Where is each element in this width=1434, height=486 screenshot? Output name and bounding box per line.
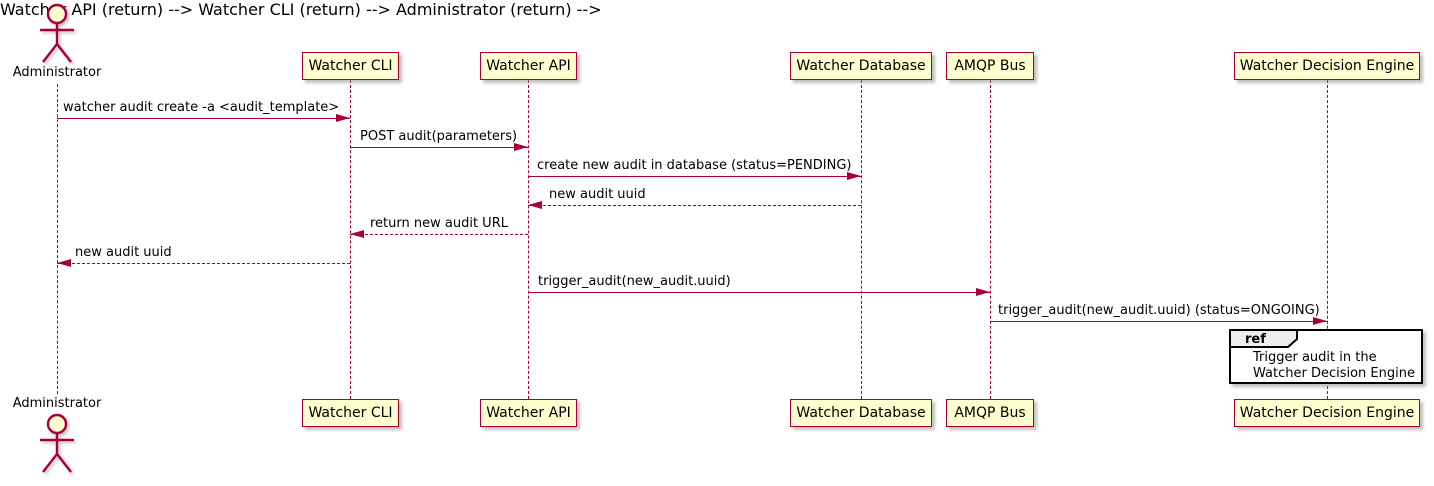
participant-watcher-api-bottom: Watcher API — [480, 399, 577, 427]
message-line — [57, 263, 350, 264]
arrowhead-icon — [1313, 317, 1327, 325]
participant-watcher-cli-bottom: Watcher CLI — [302, 399, 399, 427]
participant-watcher-database-top: Watcher Database — [790, 52, 932, 80]
ref-text-line: Watcher Decision Engine — [1253, 366, 1415, 381]
message-label: watcher audit create -a <audit_template> — [63, 100, 340, 115]
lifeline-amqp-bus — [990, 80, 991, 399]
actor-label-administrator-top: Administrator — [12, 65, 102, 80]
participant-watcher-cli-top: Watcher CLI — [302, 52, 399, 80]
participant-watcher-decision-engine-bottom: Watcher Decision Engine — [1234, 399, 1420, 427]
participant-watcher-api-top: Watcher API — [480, 52, 577, 80]
message-line — [57, 118, 350, 119]
actor-icon — [40, 413, 74, 473]
arrowhead-icon — [350, 230, 364, 238]
participant-amqp-bus-bottom: AMQP Bus — [946, 399, 1034, 427]
ref-keyword: ref — [1245, 332, 1266, 347]
message-label: POST audit(parameters) — [360, 129, 518, 144]
arrowhead-icon — [528, 201, 542, 209]
arrowhead-icon — [514, 143, 528, 151]
actor-label-administrator-bottom: Administrator — [12, 396, 102, 411]
arrowhead-icon — [336, 114, 350, 122]
message-line — [350, 234, 528, 235]
participant-amqp-bus-top: AMQP Bus — [946, 52, 1034, 80]
lifeline-watcher-cli — [350, 80, 351, 399]
ref-text-line: Trigger audit in the — [1253, 350, 1377, 365]
arrowhead-icon — [976, 288, 990, 296]
message-label: new audit uuid — [549, 187, 646, 202]
message-label: create new audit in database (status=PEN… — [537, 158, 852, 173]
message-label: trigger_audit(new_audit.uuid) — [538, 274, 731, 289]
lifeline-administrator — [57, 84, 58, 394]
lifeline-watcher-decision-engine — [1327, 80, 1328, 399]
message-label: return new audit URL — [370, 216, 508, 231]
ref-fragment: ref Trigger audit in the Watcher Decisio… — [1229, 329, 1423, 384]
participant-watcher-database-bottom: Watcher Database — [790, 399, 932, 427]
message-line — [990, 321, 1327, 322]
ref-tag-shape — [1229, 329, 1298, 348]
message-line — [350, 147, 528, 148]
message-label: new audit uuid — [75, 245, 172, 260]
participant-watcher-decision-engine-top: Watcher Decision Engine — [1234, 52, 1420, 80]
message-line — [528, 292, 990, 293]
arrowhead-icon — [847, 172, 861, 180]
arrowhead-icon — [57, 259, 71, 267]
message-label: trigger_audit(new_audit.uuid) (status=ON… — [998, 303, 1320, 318]
lifeline-watcher-database — [861, 80, 862, 399]
message-line — [528, 176, 861, 177]
message-line — [528, 205, 861, 206]
lifeline-watcher-api — [528, 80, 529, 399]
actor-icon — [40, 3, 74, 63]
